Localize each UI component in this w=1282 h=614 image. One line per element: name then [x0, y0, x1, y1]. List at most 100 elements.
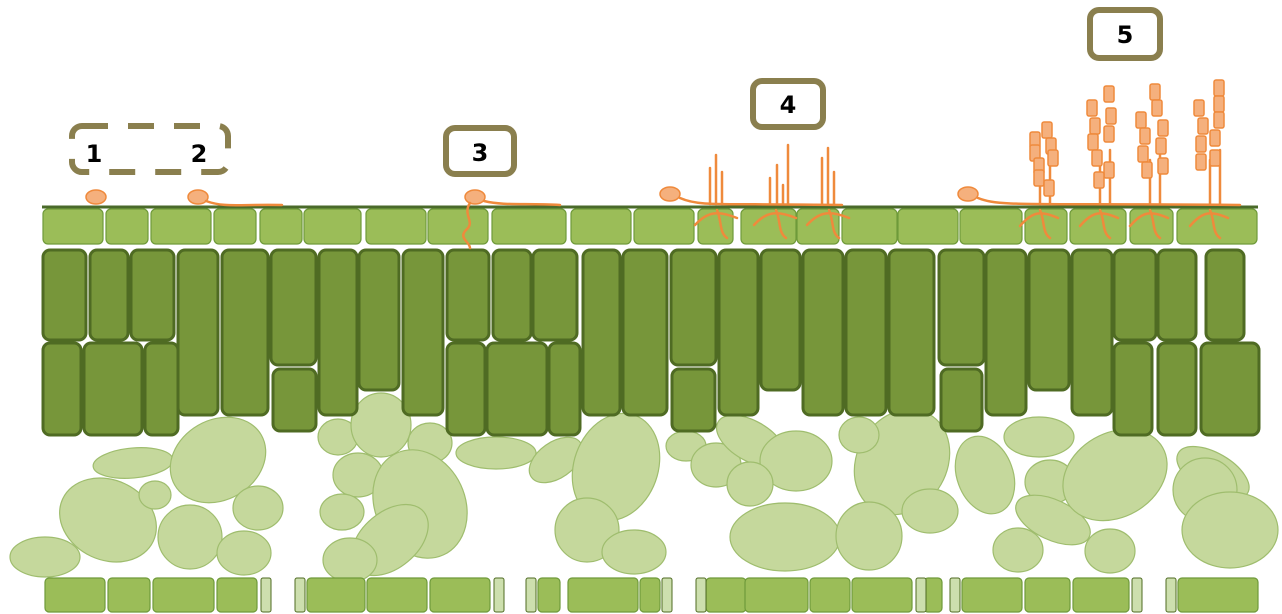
lower-epidermis-cell [961, 577, 1023, 613]
spore [957, 186, 979, 202]
conidium [1103, 161, 1115, 179]
haustorium-branch [1078, 212, 1120, 228]
palisade-cell [271, 367, 318, 433]
palisade-cell [485, 341, 549, 437]
spongy-cell [138, 480, 172, 510]
haustorium-branch [693, 212, 739, 227]
stage-3-label: 3 [472, 139, 489, 167]
spongy-cell [838, 416, 880, 454]
palisade-cell [401, 248, 445, 417]
upper-epidermis-cell [897, 208, 959, 245]
conidium [1093, 171, 1105, 189]
haustorium-branch [1188, 212, 1230, 228]
spongy-cell [319, 493, 365, 531]
conidium [1135, 111, 1147, 129]
conidium [1151, 99, 1163, 117]
germ-tube-hypha [204, 199, 284, 207]
spongy-cell [157, 504, 223, 570]
upper-epidermis-cell [796, 208, 840, 245]
palisade-cell [670, 367, 717, 433]
stage-4-label-box [750, 78, 826, 130]
guard-cell [493, 577, 505, 613]
spongy-cell [726, 461, 774, 507]
palisade-cell [88, 248, 130, 342]
lower-epidermis-cell [567, 577, 639, 613]
spongy-cell [901, 488, 959, 534]
conidium [1157, 157, 1169, 175]
palisade-cell [1112, 248, 1158, 342]
lower-epidermis-cell [1024, 577, 1071, 613]
haustorium-branch [774, 208, 788, 240]
guard-cell [260, 577, 272, 613]
haustorium-branch [715, 208, 729, 240]
spongy-cell [59, 477, 157, 563]
palisade-cell [844, 248, 888, 417]
lower-epidermis-cell [107, 577, 151, 613]
palisade-cell [621, 248, 669, 417]
surface-hypha [482, 199, 562, 207]
conidium [1193, 99, 1205, 117]
spongy-cell [9, 536, 81, 578]
palisade-cell [937, 248, 986, 367]
conidium [1087, 133, 1099, 151]
palisade-cell [269, 248, 318, 367]
conidium [1195, 135, 1207, 153]
spongy-cell [1181, 491, 1279, 569]
conidium [1089, 117, 1101, 135]
conidium [1103, 125, 1115, 143]
palisade-cell [41, 248, 88, 342]
palisade-cell [220, 248, 270, 417]
lower-epidermis-cell [639, 577, 661, 613]
haustorium-branch [1128, 212, 1170, 228]
haustorium-branch [1038, 208, 1052, 240]
spongy-cell [322, 537, 378, 583]
palisade-cell [531, 248, 579, 342]
conidium [1149, 83, 1161, 101]
spongy-cell [759, 430, 833, 492]
palisade-cell [176, 248, 220, 417]
upper-epidermis-cell [633, 208, 695, 245]
stage-1-2-dashed-box [69, 123, 231, 175]
upper-epidermis-cell [427, 208, 489, 245]
conidium [1086, 99, 1098, 117]
upper-epidermis-cell [491, 208, 567, 245]
palisade-cell [1204, 248, 1246, 342]
conidium [1157, 119, 1169, 137]
palisade-cell [547, 341, 582, 437]
lower-epidermis-cell [306, 577, 366, 613]
palisade-cell [41, 341, 83, 437]
spongy-cell [954, 435, 1016, 515]
palisade-cell [1070, 248, 1114, 417]
lower-epidermis-cell [809, 577, 851, 613]
haustorium-branch [827, 208, 841, 240]
palisade-cell [984, 248, 1028, 417]
conidium [1137, 145, 1149, 163]
lower-epidermis-cell [1177, 577, 1259, 613]
palisade-cell [82, 341, 144, 437]
spongy-cell [350, 392, 412, 458]
conidium [1043, 179, 1055, 197]
conidium [1209, 149, 1221, 167]
haustorium-branch [1208, 208, 1222, 240]
spongy-cell [992, 527, 1044, 573]
conidium [1155, 137, 1167, 155]
lower-epidermis-cell [44, 577, 106, 613]
spongy-cell [1062, 428, 1168, 522]
lower-epidermis-cell [923, 577, 943, 613]
spongy-cell [92, 447, 174, 479]
guard-cell [1131, 577, 1143, 613]
lower-epidermis-cell [366, 577, 428, 613]
palisade-cell [759, 248, 802, 392]
upper-epidermis-cell [150, 208, 212, 245]
stage-1-label: 1 [86, 140, 103, 168]
lower-epidermis-cell [851, 577, 913, 613]
palisade-cell [1156, 248, 1198, 342]
palisade-cell [129, 248, 176, 342]
haustorium-branch [752, 212, 798, 227]
upper-epidermis-cell [42, 208, 104, 245]
upper-epidermis-cell [365, 208, 427, 245]
guard-cell [661, 577, 673, 613]
upper-epidermis-cell [1069, 208, 1127, 245]
surface-hypha [976, 196, 1242, 207]
